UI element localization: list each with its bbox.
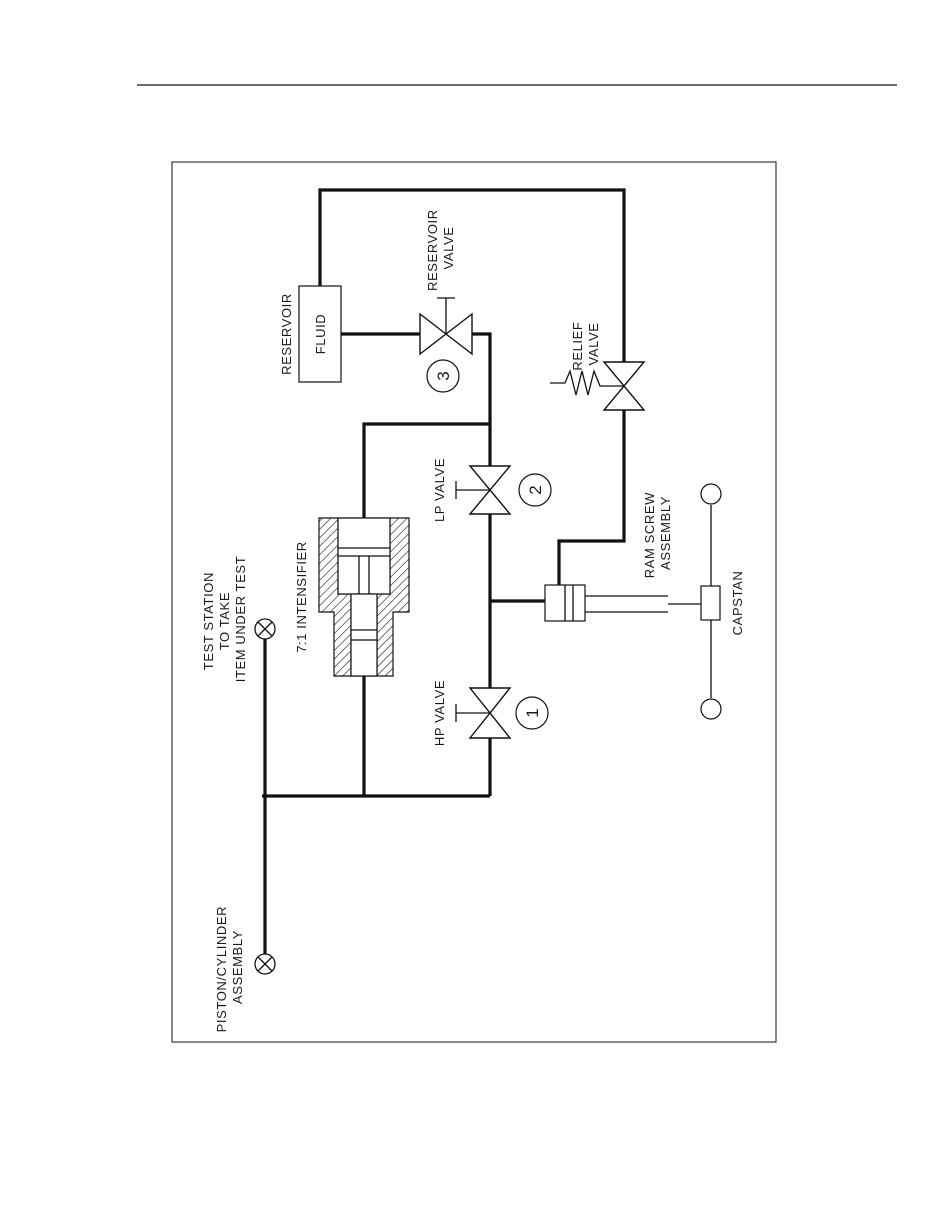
valve-number-1: 1 bbox=[523, 708, 542, 717]
relief-spring bbox=[550, 371, 624, 395]
fluid-label: FLUID bbox=[313, 314, 328, 355]
capstan-label: CAPSTAN bbox=[730, 571, 745, 636]
reservoir: FLUID RESERVOIR bbox=[279, 286, 341, 382]
reservoir-valve: 3 RESERVOIR VALVE bbox=[420, 205, 472, 392]
relief-valve-label: RELIEF VALVE bbox=[570, 317, 601, 370]
lp-valve-label: LP VALVE bbox=[432, 458, 447, 522]
intensifier: 7:1 INTENSIFIER bbox=[294, 518, 409, 676]
valve-number-3: 3 bbox=[434, 371, 453, 380]
pipe-intensifier-feed bbox=[364, 424, 490, 518]
lp-valve: 2 LP VALVE bbox=[432, 458, 551, 522]
capstan: CAPSTAN bbox=[701, 484, 745, 719]
capstan-hub bbox=[701, 586, 720, 620]
test-station-label: TEST STATION TO TAKE ITEM UNDER TEST bbox=[201, 556, 248, 683]
hp-valve: 1 HP VALVE bbox=[432, 680, 548, 746]
capstan-knob-bottom bbox=[701, 699, 721, 719]
reservoir-label: RESERVOIR bbox=[279, 293, 294, 375]
relief-valve: RELIEF VALVE bbox=[550, 317, 644, 410]
hp-valve-label: HP VALVE bbox=[432, 680, 447, 746]
pipe-relief-to-ram bbox=[559, 410, 624, 585]
piston-cylinder-label: PISTON/CYLINDER ASSEMBLY bbox=[214, 902, 245, 1033]
figure-frame bbox=[172, 162, 776, 1042]
intensifier-label: 7:1 INTENSIFIER bbox=[294, 541, 309, 653]
ram-screw-label: RAM SCREW ASSEMBLY bbox=[642, 488, 673, 579]
capstan-knob-top bbox=[701, 484, 721, 504]
valve-number-2: 2 bbox=[526, 485, 545, 494]
reservoir-valve-label: RESERVOIR VALVE bbox=[425, 205, 456, 291]
pipe-reservoir-valve-out bbox=[472, 334, 490, 466]
